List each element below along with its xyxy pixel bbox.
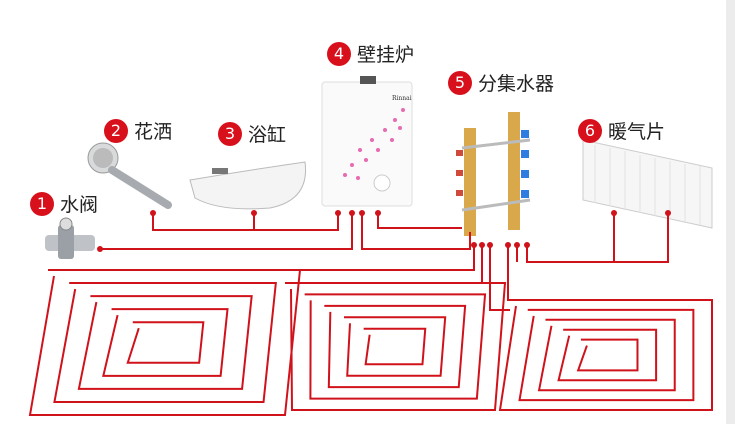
scrollbar-edge [726, 0, 735, 424]
floor-coil-3-loop [518, 308, 695, 402]
pipe-shower-tub-boiler [152, 213, 339, 231]
boiler-image: Rinnai [321, 76, 413, 207]
shower-head-image [87, 142, 172, 209]
pipe-boiler-manifold-1 [361, 213, 471, 250]
label-water-valve: 1 水阀 [30, 190, 98, 217]
pipe-boiler-manifold-2 [377, 213, 462, 229]
label-boiler: 4 壁挂炉 [327, 40, 414, 67]
label-bathtub: 3 浴缸 [218, 120, 286, 147]
label-manifold: 5 分集水器 [448, 69, 554, 96]
floor-coil-1-loop [77, 295, 253, 390]
pipe-valve-boiler [100, 213, 353, 250]
water-valve-image [45, 217, 95, 259]
manifold-image [456, 112, 531, 236]
badge-4: 4 [327, 41, 351, 66]
pipe-floor-2 [285, 245, 483, 284]
label-shower: 2 花洒 [104, 117, 172, 144]
pipe-joints [97, 210, 671, 252]
label-text: 分集水器 [478, 73, 555, 95]
floor-coil-2-loop [324, 304, 467, 389]
badge-5: 5 [448, 70, 472, 95]
floor-coil-2-loop [343, 316, 447, 377]
label-text: 水阀 [60, 194, 99, 216]
floor-coil-2-loop [285, 282, 507, 411]
floor-coil-3-loop [498, 299, 713, 411]
radiator-image [582, 139, 713, 229]
floor-coil-3-loop [576, 338, 639, 372]
label-text: 暖气片 [608, 121, 666, 143]
badge-2: 2 [104, 118, 128, 143]
badge-3: 3 [218, 121, 242, 146]
pipe-radiator [526, 213, 669, 263]
bathtub-image [189, 161, 307, 210]
floor-coil-3-loop [557, 328, 658, 382]
label-radiator: 6 暖气片 [578, 117, 665, 144]
pipe-floor-4 [507, 245, 710, 301]
floor-coil-2-loop [363, 327, 427, 366]
floor-coil-1-loop [126, 321, 205, 364]
floor-coil-3-loop [537, 318, 676, 392]
floor-coil-1-loop [102, 308, 229, 377]
floor-coil-1-loop [28, 269, 302, 416]
floor-coil-1-loop [53, 282, 277, 403]
label-text: 浴缸 [248, 124, 287, 146]
floor-coil-2-loop [304, 293, 487, 400]
boiler-brand-logo: Rinnai [392, 95, 412, 102]
label-text: 花洒 [134, 121, 173, 143]
floor-heating-coils [28, 269, 713, 416]
badge-1: 1 [30, 191, 54, 216]
badge-6: 6 [578, 118, 602, 143]
label-text: 壁挂炉 [357, 44, 415, 66]
